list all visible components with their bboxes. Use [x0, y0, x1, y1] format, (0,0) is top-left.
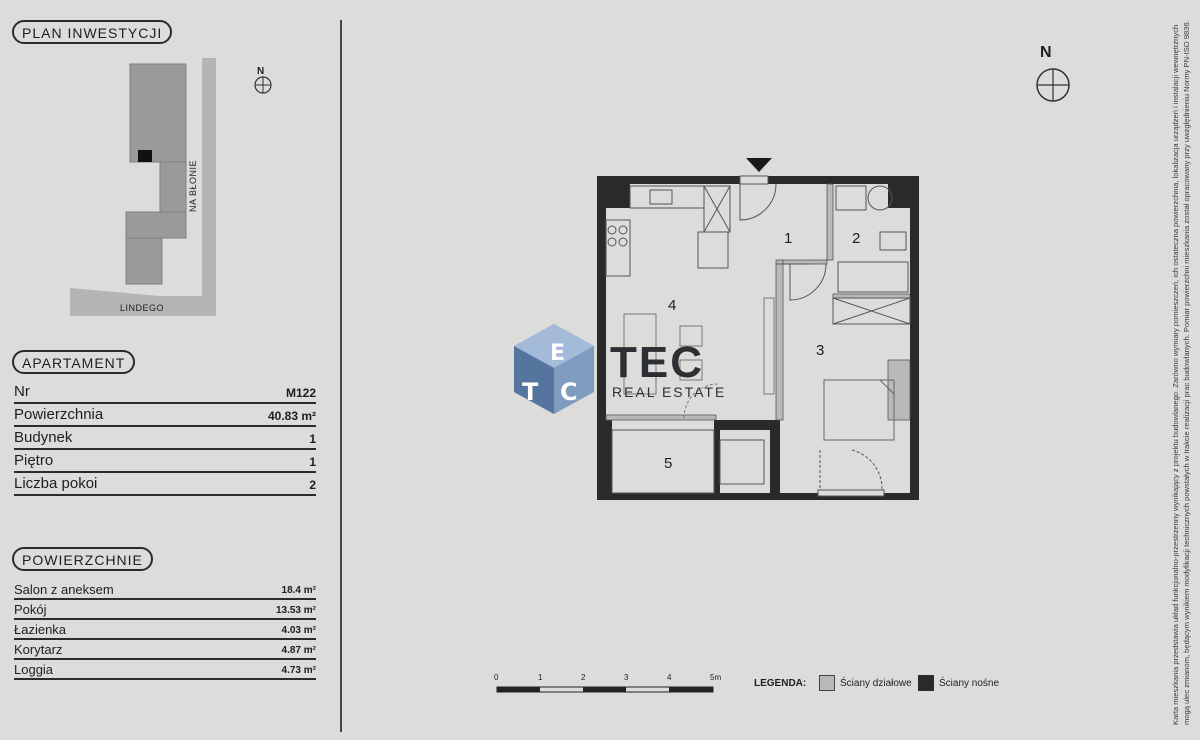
apartment-row-value: 1: [309, 455, 316, 469]
scale-bar: [496, 686, 714, 693]
area-row-value: 18.4 m²: [281, 585, 316, 596]
panel-divider: [340, 20, 342, 732]
loggia-storage: [719, 439, 765, 485]
site-streets: [70, 58, 216, 316]
plan-compass-letter: N: [1040, 44, 1052, 61]
apartment-title: APARTAMENT: [12, 350, 136, 374]
plan-title: PLAN INWESTYCJI: [12, 20, 173, 44]
area-row-loggia: Loggia 4.73 m²: [14, 662, 316, 680]
tec-logo-icon: E T C: [514, 324, 594, 414]
site-compass-icon: [254, 76, 272, 94]
apartment-row-building: Budynek 1: [14, 428, 316, 450]
apartment-row-label: Nr: [14, 383, 30, 400]
scale-tick-4: 4: [667, 673, 672, 682]
room-label-2: 2: [852, 230, 861, 247]
logo-subtitle: REAL ESTATE: [612, 384, 727, 400]
bearing-walls: [597, 176, 919, 500]
site-compass-letter: N: [257, 66, 265, 77]
area-row-value: 4.87 m²: [281, 645, 316, 656]
area-row-bathroom: Łazienka 4.03 m²: [14, 622, 316, 640]
apartment-row-label: Powierzchnia: [14, 406, 104, 423]
scale-tick-2: 2: [581, 673, 586, 682]
apartment-row-label: Liczba pokoi: [14, 475, 98, 492]
entrance-arrow-icon: [746, 158, 772, 172]
legend-label-bearing: Ściany nośne: [939, 678, 1000, 689]
apartment-row-value: 40.83 m²: [267, 409, 316, 423]
areas-title: POWIERZCHNIE: [12, 547, 153, 571]
scale-tick-3: 3: [624, 673, 629, 682]
area-row-label: Loggia: [14, 662, 54, 677]
room-label-5: 5: [664, 455, 673, 472]
area-row-label: Korytarz: [14, 642, 63, 657]
area-row-value: 4.03 m²: [281, 625, 316, 636]
room-label-4: 4: [668, 297, 677, 314]
bed: [823, 379, 895, 441]
apartment-row-label: Budynek: [14, 429, 73, 446]
area-row-label: Łazienka: [14, 622, 67, 637]
plan-compass-icon: [1036, 68, 1070, 102]
building-footprint: [125, 63, 187, 285]
legend-title: LEGENDA:: [754, 678, 807, 689]
scale-tick-0: 0: [494, 673, 499, 682]
scale-tick-1: 1: [538, 673, 543, 682]
apartment-marker: [138, 150, 152, 162]
apartment-row-label: Piętro: [14, 452, 54, 469]
area-row-room: Pokój 13.53 m²: [14, 602, 316, 620]
legend-swatch-bearing: [918, 675, 934, 691]
bathroom-fixtures: [832, 185, 911, 325]
apartment-row-value: 1: [309, 432, 316, 446]
scale-tick-5: 5m: [710, 673, 722, 682]
svg-text:E: E: [550, 341, 565, 366]
bedroom-window-door: [817, 449, 885, 497]
room-label-1: 1: [784, 230, 793, 247]
kitchen-fixtures: [605, 185, 731, 277]
svg-text:T: T: [522, 378, 539, 406]
area-row-corridor: Korytarz 4.87 m²: [14, 642, 316, 660]
apartment-row-area: Powierzchnia 40.83 m²: [14, 405, 316, 427]
area-row-salon: Salon z aneksem 18.4 m²: [14, 582, 316, 600]
apartment-row-floor: Piętro 1: [14, 451, 316, 473]
area-row-label: Pokój: [14, 602, 47, 617]
apartment-row-value: 2: [309, 478, 316, 492]
loggia-area: [611, 429, 715, 494]
room-label-3: 3: [816, 342, 825, 359]
area-row-value: 13.53 m²: [275, 605, 316, 616]
legend-swatch-partition: [819, 675, 835, 691]
street-label-1: NA BŁONIE: [188, 159, 198, 212]
floor-plan: [597, 158, 919, 500]
legend-label-partition: Ściany działowe: [840, 678, 912, 689]
logo-name: TEC: [610, 338, 704, 387]
area-row-label: Salon z aneksem: [14, 582, 114, 597]
site-plan: [70, 58, 272, 316]
svg-text:C: C: [560, 378, 578, 406]
apartment-row-value: M122: [285, 386, 316, 400]
apartment-row-rooms: Liczba pokoi 2: [14, 474, 316, 496]
street-label-2: LINDEGO: [120, 303, 165, 313]
area-row-value: 4.73 m²: [281, 665, 316, 676]
bathroom-door: [776, 263, 827, 301]
living-furniture: [623, 297, 775, 419]
entry-door: [739, 175, 777, 221]
apartment-row-nr: Nr M122: [14, 382, 316, 404]
disclaimer-note: Karta mieszkania przedstawia układ funkc…: [1171, 20, 1191, 725]
